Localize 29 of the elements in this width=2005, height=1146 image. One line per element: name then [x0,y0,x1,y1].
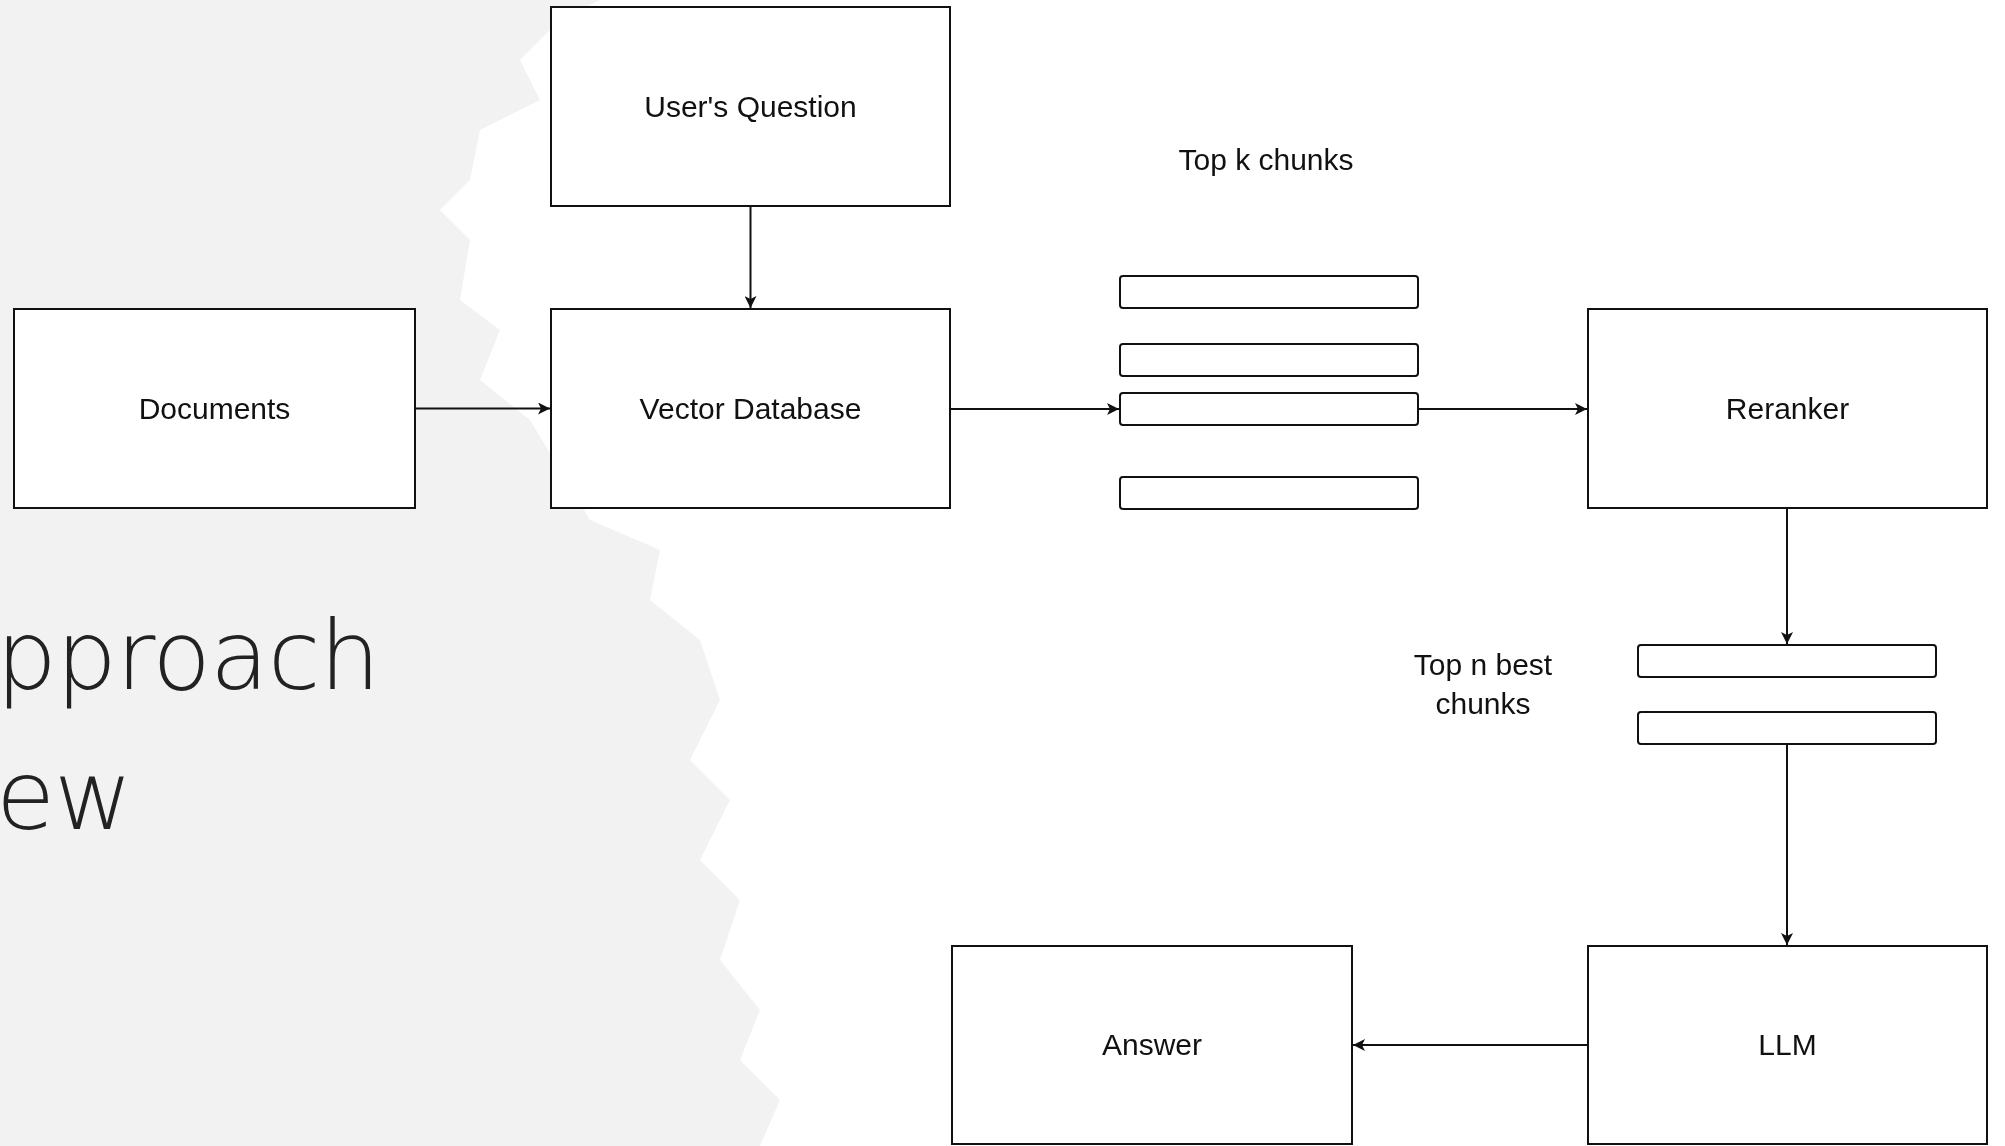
chunk-bar [1119,476,1419,510]
arrow [1352,1039,1588,1051]
process-box [550,308,951,509]
chunk-bar [1119,275,1419,309]
heading-text: pproach [0,600,380,712]
chunk-caption: Top n best chunks [1412,647,1554,722]
heading-text: ew [0,740,132,852]
process-box [550,6,951,207]
node-label: Reranker [1725,391,1850,426]
arrow [1781,508,1793,645]
chunk-caption: Top k chunks [1177,142,1355,178]
node-label: Documents [138,391,291,426]
chunk-bar [1119,392,1419,426]
process-box [951,945,1353,1145]
arrow [950,403,1120,415]
arrow [744,206,757,309]
arrow [1418,403,1588,415]
chunk-bar [1119,343,1419,377]
process-box [13,308,416,509]
arrow [1781,744,1793,946]
chunk-bar [1637,711,1937,745]
node-label: Answer [1101,1028,1202,1062]
arrow [415,402,551,415]
node-label: User's Question [644,89,857,124]
node-label: Vector Database [639,391,862,426]
chunk-bar [1637,644,1937,678]
node-label: LLM [1758,1028,1817,1062]
process-box [1587,945,1988,1145]
process-box [1587,308,1988,509]
